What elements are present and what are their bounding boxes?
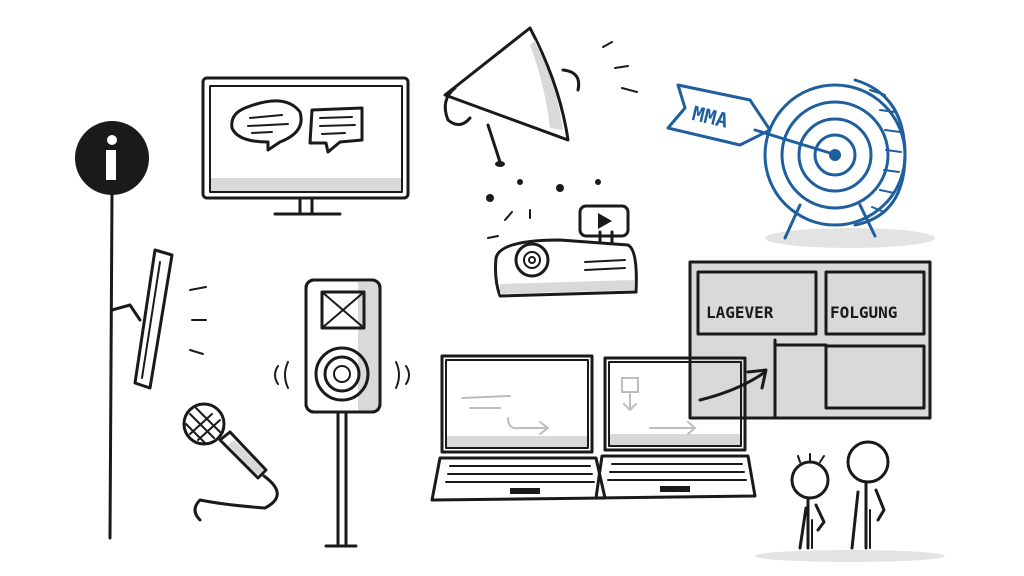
arrow-icon: MMA — [666, 83, 832, 155]
dashboard-screen-icon: LAGEVER FOLGUNG — [688, 260, 932, 420]
chat-bubble-icon — [230, 99, 364, 154]
dashboard-tile-right-label: FOLGUNG — [830, 303, 897, 322]
projector-icon — [494, 204, 638, 298]
laptop-icon — [594, 356, 757, 500]
dashboard-tile-left-label: LAGEVER — [706, 303, 774, 322]
target-icon: MMA — [666, 78, 935, 248]
microphone-icon — [182, 402, 279, 522]
sparkle-dots — [486, 179, 601, 239]
play-icon — [578, 204, 630, 238]
wall-display — [110, 248, 207, 390]
laptop-icon — [430, 354, 607, 502]
speaker-icon — [274, 278, 410, 548]
info-sign — [75, 121, 149, 540]
person-icon — [846, 440, 890, 550]
person-icon — [755, 453, 945, 562]
monitor-icon — [201, 76, 410, 216]
megaphone-icon — [443, 26, 638, 167]
target-label: MMA — [690, 101, 731, 133]
arrow-icon — [698, 368, 768, 402]
